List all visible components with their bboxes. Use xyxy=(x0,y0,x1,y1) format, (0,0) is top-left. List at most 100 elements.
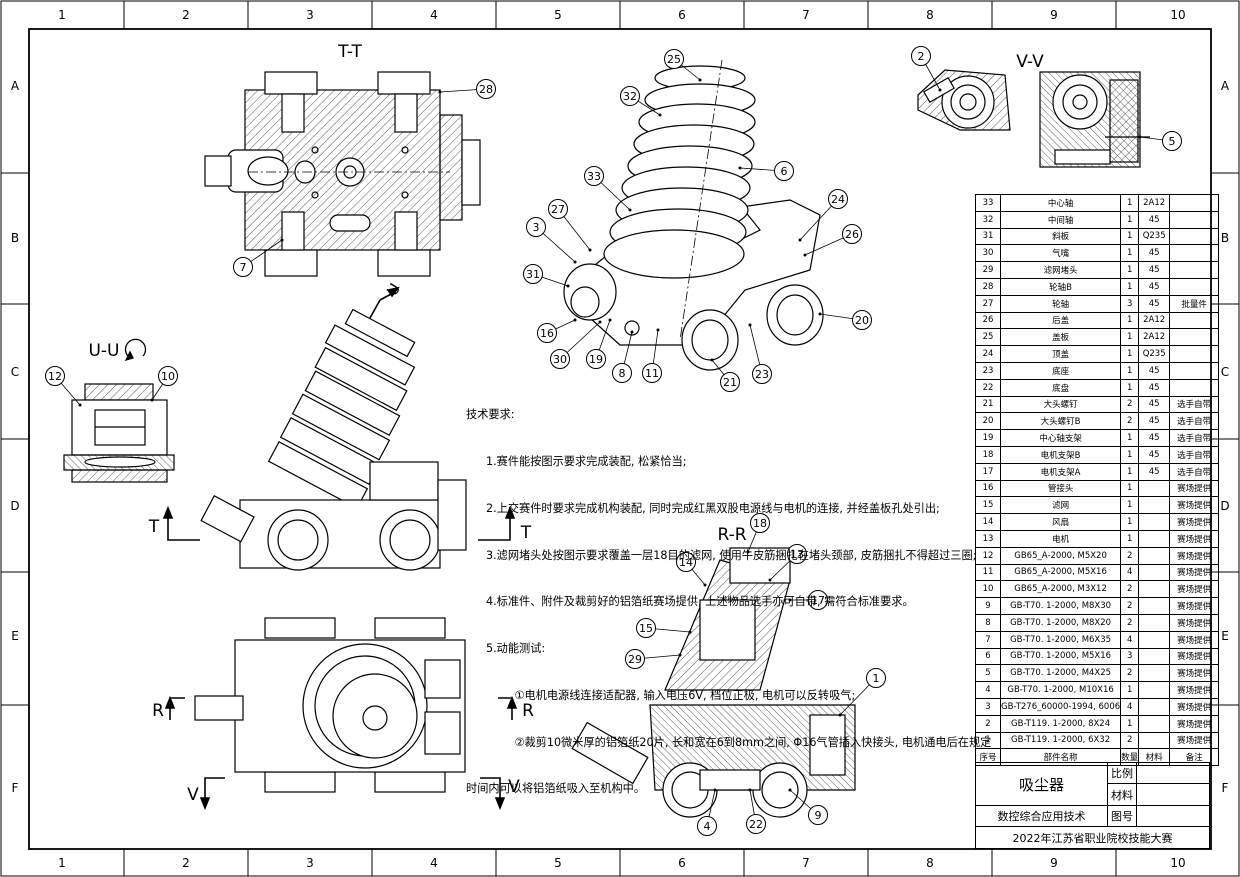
bom-material: 45 xyxy=(1138,378,1171,397)
balloon-number: 10 xyxy=(161,370,175,383)
grid-col-label-5-top: 5 xyxy=(554,8,562,22)
bom-remark: 赛场提供 xyxy=(1169,479,1220,498)
balloon-20: 20 xyxy=(818,310,872,330)
balloon-22: 22 xyxy=(746,788,766,834)
bom-no: 6 xyxy=(975,647,1001,666)
bom-remark xyxy=(1169,227,1220,246)
bom-name: 中心轴 xyxy=(999,194,1122,212)
bom-qty: 1 xyxy=(1120,479,1140,498)
bom-no: 17 xyxy=(975,462,1001,481)
balloon-13: 13 xyxy=(768,544,807,582)
scale-value xyxy=(1136,762,1210,784)
notes-heading: 技术要求: xyxy=(466,408,515,422)
bom-remark: 选手自带 xyxy=(1169,395,1220,414)
bom-remark: 赛场提供 xyxy=(1169,731,1220,750)
balloon-32: 32 xyxy=(620,86,662,117)
bom-material xyxy=(1138,546,1171,565)
bom-name: GB-T70. 1-2000, M6X35 xyxy=(999,630,1122,649)
bom-name: GB65_A-2000, M5X20 xyxy=(999,546,1122,565)
bom-remark xyxy=(1169,194,1220,212)
notes-item-3: 3.滤网堵头处按图示要求覆盖一层18目的滤网, 使用牛皮筋捆扎在堵头颈部, 皮筋… xyxy=(486,548,977,562)
cut-line-t xyxy=(162,505,516,541)
bom-qty: 4 xyxy=(1120,697,1140,716)
bom-material: 45 xyxy=(1138,429,1171,447)
drawing-no-label: 图号 xyxy=(1107,805,1137,827)
bom-material: 45 xyxy=(1138,244,1171,263)
grid-col-label-6-top: 6 xyxy=(678,8,686,22)
balloon-5: 5 xyxy=(1138,131,1182,151)
bom-qty: 2 xyxy=(1120,546,1140,565)
bom-qty: 1 xyxy=(1120,328,1140,347)
competition-name: 2022年江苏省职业院校技能大赛 xyxy=(975,826,1210,849)
balloon-9: 9 xyxy=(788,788,828,825)
bom-name: 大头螺钉B xyxy=(999,412,1122,431)
notes-item-5c: 时间内可以将铝箔纸吸入至机构中。 xyxy=(466,782,646,796)
bom-header-remark: 备注 xyxy=(1169,748,1220,767)
bom-no: 25 xyxy=(975,328,1001,347)
bom-material: Q235 xyxy=(1138,227,1171,246)
bom-name: GB-T70. 1-2000, M4X25 xyxy=(999,664,1122,683)
grid-row-label-E-right: E xyxy=(1221,629,1229,643)
grid-col-label-5-bottom: 5 xyxy=(554,856,562,870)
bom-no: 8 xyxy=(975,613,1001,632)
bom-no: 13 xyxy=(975,529,1001,548)
bom-header-name: 部件名称 xyxy=(999,748,1122,767)
bom-name: GB-T70. 1-2000, M8X30 xyxy=(999,597,1122,615)
isometric-assembly xyxy=(563,59,824,371)
balloon-number: 4 xyxy=(704,820,711,833)
bom-remark: 选手自带 xyxy=(1169,445,1220,464)
bom-no: 12 xyxy=(975,546,1001,565)
bom-material: 2A12 xyxy=(1138,194,1171,212)
bom-material xyxy=(1138,479,1171,498)
grid-row-label-D-left: D xyxy=(10,499,19,513)
bom-qty: 1 xyxy=(1120,361,1140,380)
bom-no: 15 xyxy=(975,496,1001,515)
bom-remark: 赛场提供 xyxy=(1169,529,1220,548)
bom-no: 16 xyxy=(975,479,1001,498)
section-view-rr xyxy=(571,547,856,818)
bom-material xyxy=(1138,664,1171,683)
view-title-vv: V-V xyxy=(1016,52,1044,72)
bom-name: 底盘 xyxy=(999,378,1122,397)
bom-name: GB-T119. 1-2000, 6X32 xyxy=(999,731,1122,750)
bom-remark: 赛场提供 xyxy=(1169,563,1220,582)
balloon-number: 14 xyxy=(679,556,693,569)
cut-label-v-right: V xyxy=(508,777,520,797)
bom-material: 45 xyxy=(1138,210,1171,229)
balloon-7: 7 xyxy=(233,238,284,277)
bom-material xyxy=(1138,513,1171,531)
bom-no: 28 xyxy=(975,277,1001,296)
bom-qty: 4 xyxy=(1120,563,1140,582)
bom-remark xyxy=(1169,277,1220,296)
grid-row-label-B-left: B xyxy=(11,231,19,245)
balloon-number: 19 xyxy=(589,353,603,366)
balloon-30: 30 xyxy=(550,320,602,369)
cut-label-r-right: R xyxy=(522,701,534,721)
bom-qty: 4 xyxy=(1120,630,1140,649)
balloon-19: 19 xyxy=(586,318,612,369)
balloon-number: 22 xyxy=(749,818,763,831)
bom-name: 电机支架B xyxy=(999,445,1122,464)
bom-remark: 赛场提供 xyxy=(1169,681,1220,699)
notes-item-1: 1.赛件能按图示要求完成装配, 松紧恰当; xyxy=(486,454,687,468)
bom-remark: 赛场提供 xyxy=(1169,647,1220,666)
bom-no: 21 xyxy=(975,395,1001,414)
balloon-number: 8 xyxy=(619,367,626,380)
bom-no: 2 xyxy=(975,714,1001,733)
bom-no: 1 xyxy=(975,731,1001,750)
balloon-number: 24 xyxy=(831,193,845,206)
bom-material: 45 xyxy=(1138,294,1171,313)
bom-name: 中间轴 xyxy=(999,210,1122,229)
grid-col-label-1-top: 1 xyxy=(58,8,66,22)
cut-label-t-right: T xyxy=(520,523,532,543)
bom-name: 电机支架A xyxy=(999,462,1122,481)
